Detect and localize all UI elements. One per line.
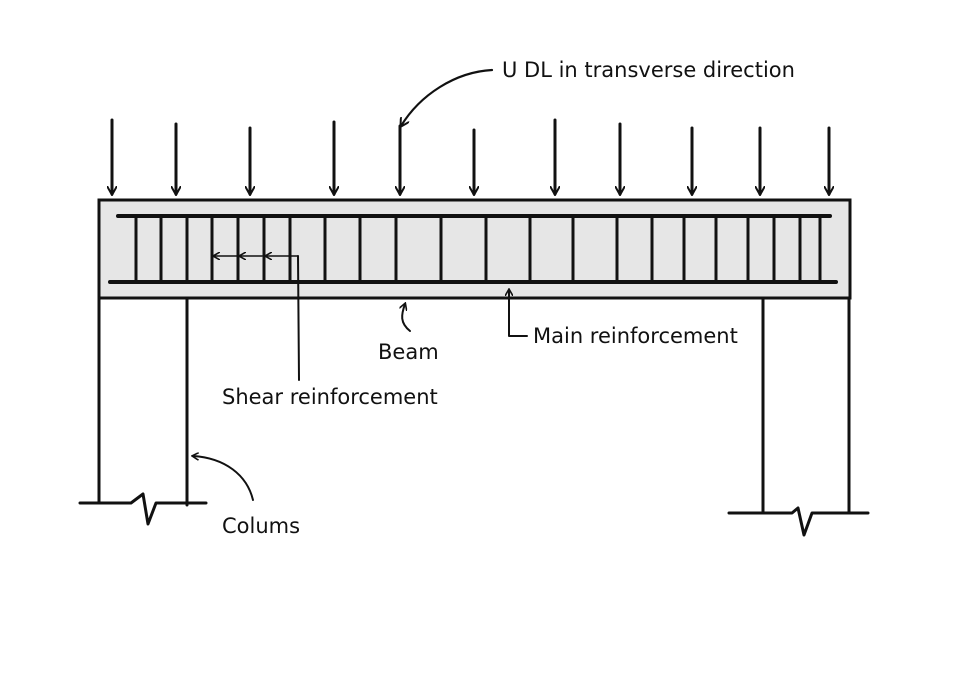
shear-reinforcement-leader bbox=[297, 255, 300, 381]
beam-leader bbox=[402, 304, 411, 332]
main-reinforcement-leader bbox=[509, 290, 528, 337]
columns-leader-arrow bbox=[193, 456, 254, 501]
shear-reinforcement-label: Shear reinforcement bbox=[222, 385, 438, 409]
right-column bbox=[727, 296, 870, 537]
shear-reinforcement-stirrups bbox=[134, 216, 822, 282]
udl-load-arrows bbox=[112, 118, 829, 194]
left-column-break-line bbox=[78, 492, 208, 526]
left-column bbox=[78, 296, 208, 526]
right-column-break-line bbox=[727, 506, 870, 537]
udl-leader-arrow bbox=[401, 68, 494, 126]
columns-label: Colums bbox=[222, 514, 300, 538]
main-reinforcement-label: Main reinforcement bbox=[533, 324, 738, 348]
udl-label: U DL in transverse direction bbox=[502, 58, 795, 82]
beam-label: Beam bbox=[378, 340, 439, 364]
